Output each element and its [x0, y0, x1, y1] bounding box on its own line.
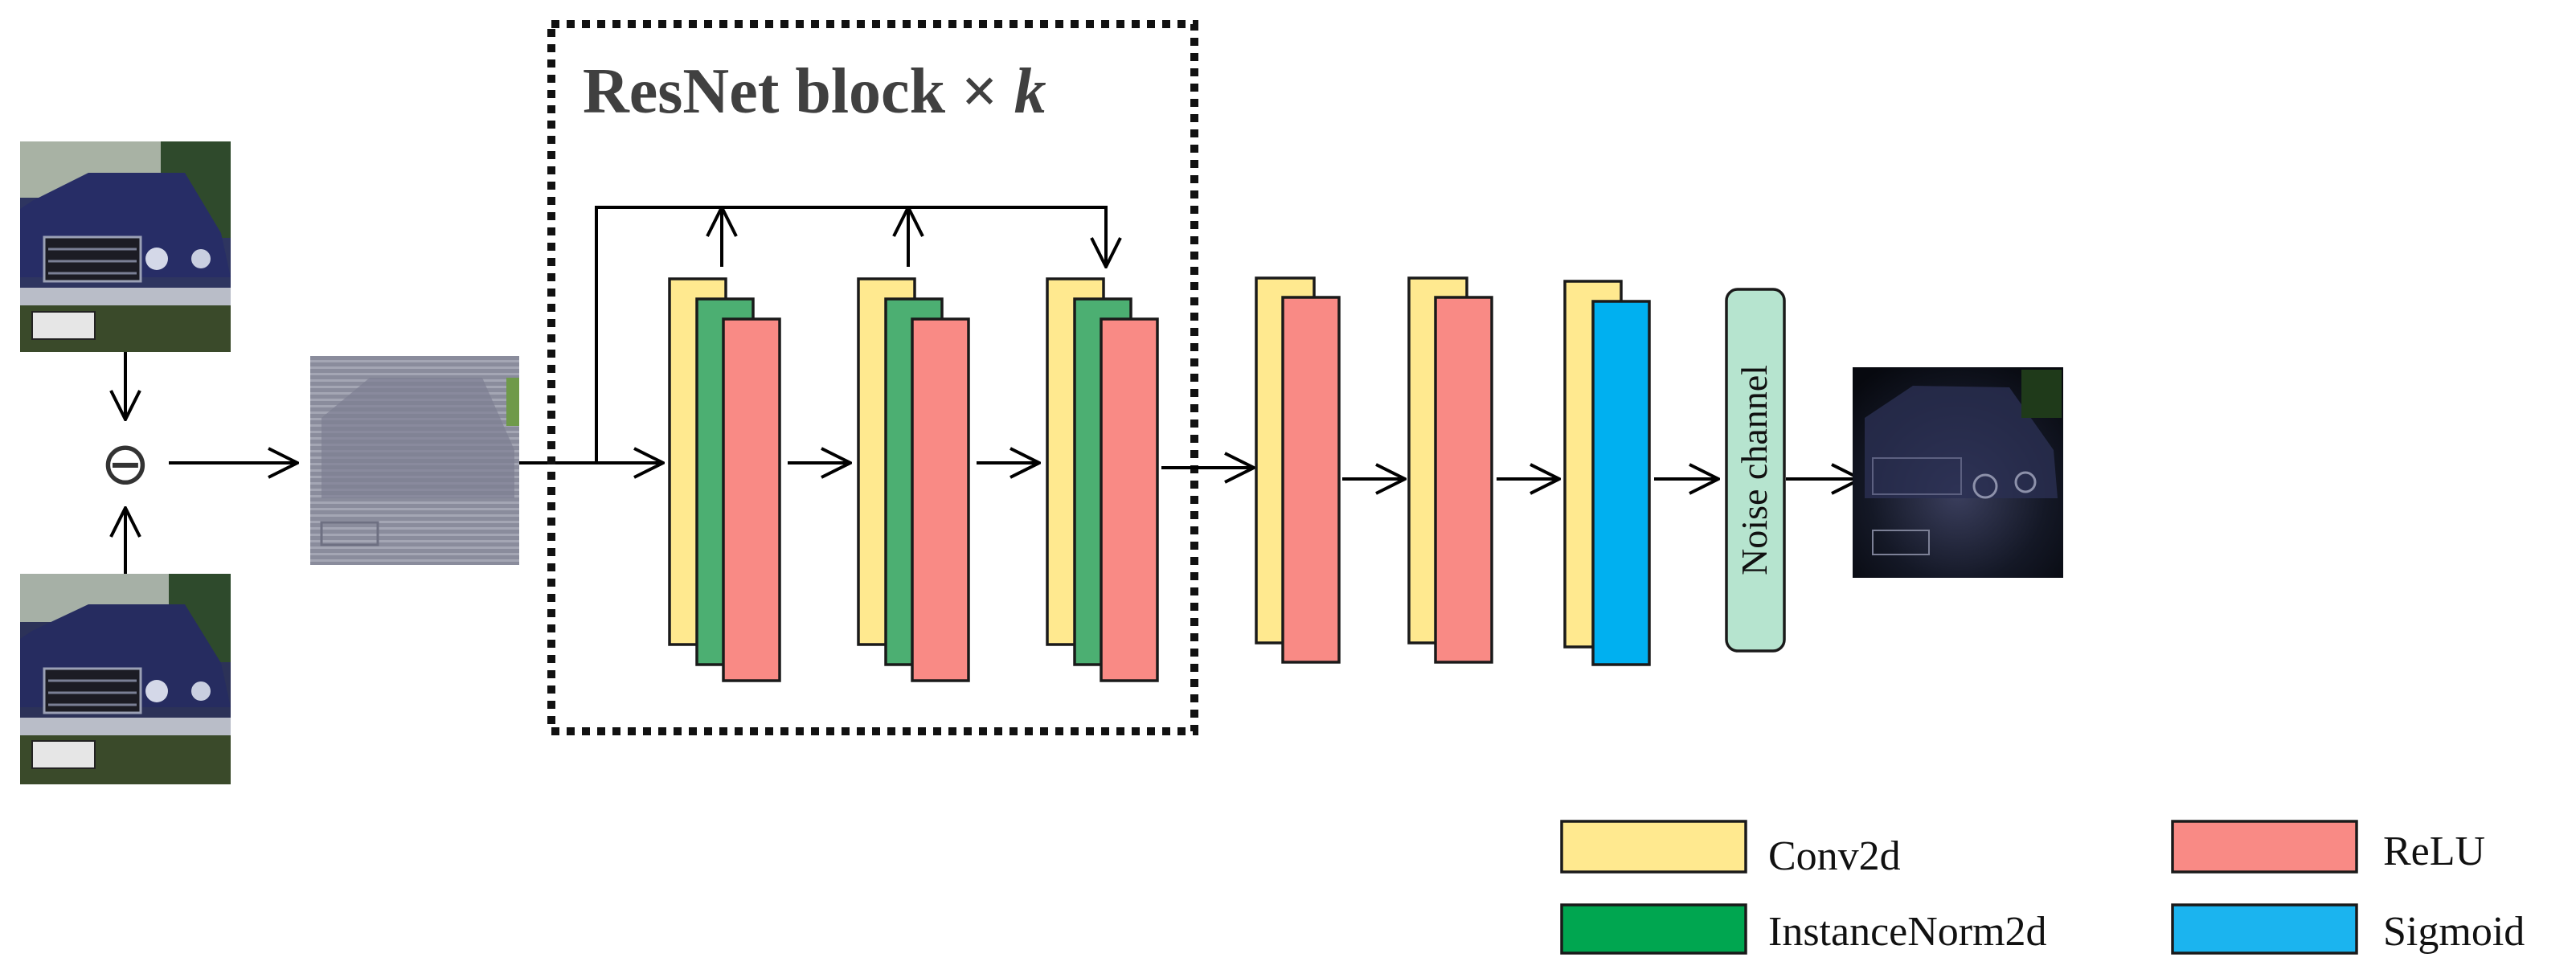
noise-channel-box	[1725, 288, 1786, 653]
legend-swatch-instancenorm2d	[1560, 903, 1747, 955]
relu-layer	[1281, 296, 1341, 664]
skip-connection-arrow	[595, 206, 1106, 463]
input-car-image-top	[20, 141, 231, 352]
legend-swatch-relu	[2171, 820, 2358, 874]
noise-channel-label: Noise channel	[1734, 365, 1775, 575]
relu-layer	[1434, 296, 1493, 664]
relu-layer	[1100, 317, 1159, 682]
resnet-block-title: ResNet block × k	[583, 56, 1046, 127]
legend: Conv2d InstanceNorm2d ReLU Sigmoid	[1560, 820, 2525, 955]
legend-label-sigmoid: Sigmoid	[2383, 909, 2525, 955]
conv-sigmoid-pair	[1563, 280, 1651, 666]
resnet-layer-stack-2	[857, 277, 970, 682]
resnet-block-frame	[547, 20, 1198, 735]
residual-image	[310, 356, 519, 565]
sigmoid-layer	[1591, 300, 1651, 666]
legend-swatch-sigmoid	[2171, 903, 2358, 955]
output-image	[1853, 367, 2063, 578]
relu-layer	[911, 317, 970, 682]
resnet-layer-stack-3	[1046, 277, 1159, 682]
resnet-layer-stack-1	[668, 277, 781, 682]
input-car-image-bottom	[20, 574, 231, 784]
legend-label-conv2d: Conv2d	[1768, 833, 1901, 879]
legend-label-relu: ReLU	[2383, 829, 2485, 874]
conv-relu-pair-1	[1255, 276, 1341, 664]
subtract-operator: ⊖	[100, 429, 150, 498]
conv-relu-pair-2	[1407, 276, 1493, 664]
legend-label-instancenorm2d: InstanceNorm2d	[1768, 909, 2047, 955]
legend-swatch-conv2d	[1560, 820, 1747, 874]
relu-layer	[722, 317, 781, 682]
